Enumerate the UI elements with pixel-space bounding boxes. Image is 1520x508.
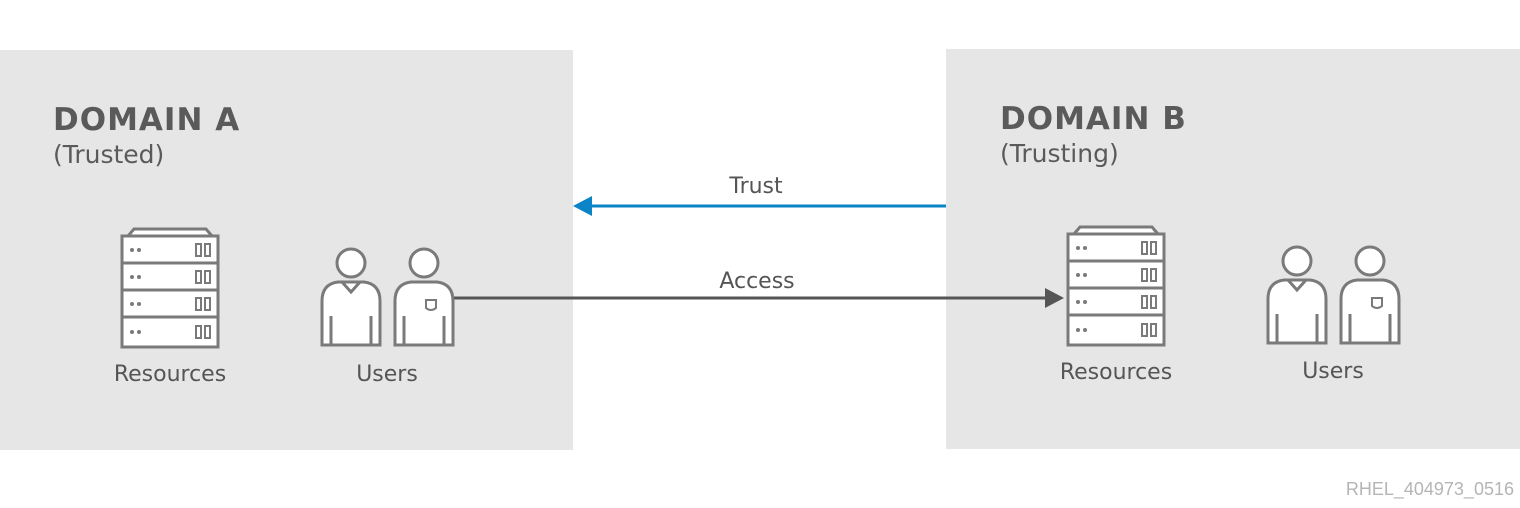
users-icon bbox=[320, 247, 455, 347]
figure-id-watermark: RHEL_404973_0516 bbox=[1345, 479, 1514, 499]
trust-label: Trust bbox=[729, 174, 783, 199]
trust-arrowhead-icon bbox=[573, 196, 592, 216]
domain-b-resources-label: Resources bbox=[1059, 360, 1173, 385]
domain-a-resources-label: Resources bbox=[113, 362, 227, 387]
server-rack-icon bbox=[120, 227, 220, 349]
access-arrowhead-icon bbox=[1045, 288, 1064, 308]
domain-b-subtitle: (Trusting) bbox=[1000, 139, 1119, 168]
domain-a-panel bbox=[0, 50, 573, 450]
domain-a-users-label: Users bbox=[356, 362, 418, 387]
users-icon bbox=[1266, 245, 1401, 345]
access-label: Access bbox=[719, 269, 795, 294]
domain-a-subtitle: (Trusted) bbox=[53, 140, 165, 169]
domain-b-users-label: Users bbox=[1302, 359, 1364, 384]
domain-b-title: DOMAIN B bbox=[1000, 101, 1187, 137]
domain-b-panel bbox=[946, 49, 1520, 449]
server-rack-icon bbox=[1066, 225, 1166, 347]
domain-a-title: DOMAIN A bbox=[53, 102, 241, 138]
